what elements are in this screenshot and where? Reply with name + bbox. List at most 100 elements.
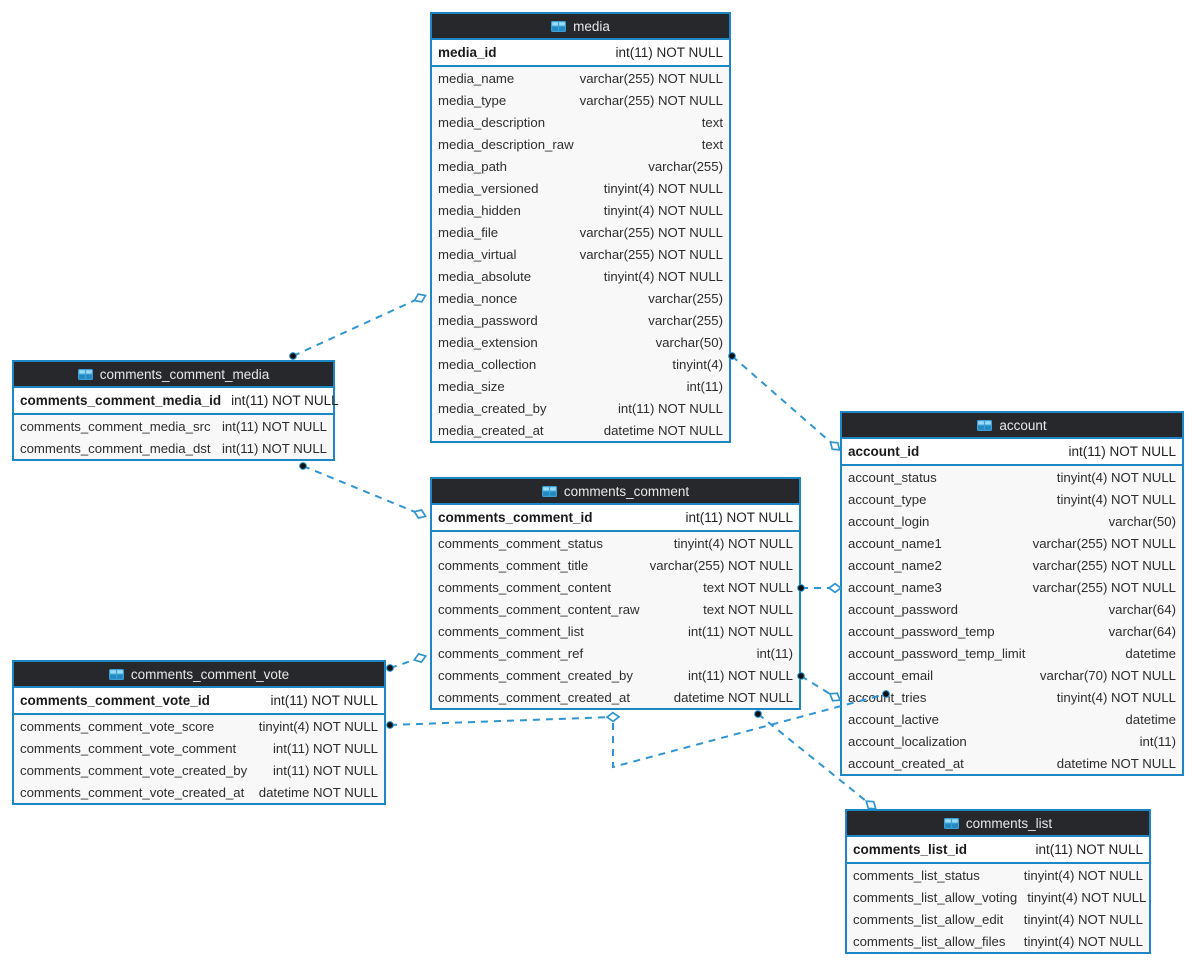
table-header-comments_comment_media[interactable]: comments_comment_media: [14, 362, 333, 388]
table-title: media: [573, 18, 610, 34]
table-header-media[interactable]: media: [432, 14, 729, 40]
field-name: account_login: [848, 513, 930, 529]
field-name: account_password_temp_limit: [848, 645, 1026, 661]
field-type: int(11) NOT NULL: [231, 393, 339, 408]
field-name: media_virtual: [438, 246, 517, 262]
table-title: comments_comment_media: [99, 366, 270, 382]
field-name: account_lactive: [848, 711, 939, 727]
table-header-comments_list[interactable]: comments_list: [847, 811, 1149, 837]
relation-diamond-endpoint: [412, 652, 428, 664]
field-name: account_email: [848, 667, 934, 683]
field-type: int(11) NOT NULL: [272, 740, 378, 756]
field-name: account_status: [848, 469, 937, 485]
relation-line: [389, 716, 614, 726]
field-type: tinyint(4) NOT NULL: [1023, 911, 1143, 927]
field-type: varchar(50): [655, 334, 723, 350]
field-type: tinyint(4) NOT NULL: [603, 202, 723, 218]
field-name: comments_comment_media_id: [20, 393, 222, 408]
field-type: datetime NOT NULL: [603, 422, 723, 438]
relation-dot-endpoint: [299, 462, 307, 470]
field-type: varchar(255) NOT NULL: [579, 92, 723, 108]
field-name: comments_comment_media_dst: [20, 440, 211, 456]
field-row: account_password_temp varchar(64): [842, 620, 1182, 642]
relation-line: [800, 675, 836, 698]
field-row: comments_comment_content_raw text NOT NUL…: [432, 598, 799, 620]
field-name: media_id: [438, 45, 497, 60]
field-name: account_localization: [848, 733, 967, 749]
field-type: int(11): [686, 378, 723, 394]
field-row: account_name1 varchar(255) NOT NULL: [842, 532, 1182, 554]
field-row: media_created_at datetime NOT NULL: [432, 419, 729, 441]
field-type: varchar(255) NOT NULL: [1032, 557, 1176, 573]
field-name: media_created_at: [438, 422, 544, 438]
table-header-comments_comment[interactable]: comments_comment: [432, 479, 799, 505]
field-type: varchar(255): [648, 312, 723, 328]
field-name: comments_comment_media_src: [20, 418, 211, 434]
field-type: varchar(70) NOT NULL: [1039, 667, 1176, 683]
field-name: media_type: [438, 92, 507, 108]
field-type: int(11) NOT NULL: [685, 510, 793, 525]
field-type: tinyint(4) NOT NULL: [258, 718, 378, 734]
relation-diamond-endpoint: [413, 509, 427, 519]
field-name: account_password_temp: [848, 623, 995, 639]
field-name: media_absolute: [438, 268, 532, 284]
relation-line: [389, 657, 421, 669]
field-type: tinyint(4) NOT NULL: [603, 180, 723, 196]
field-type: tinyint(4) NOT NULL: [603, 268, 723, 284]
field-type: varchar(255) NOT NULL: [1032, 535, 1176, 551]
field-type: int(11) NOT NULL: [272, 762, 378, 778]
field-name: account_name1: [848, 535, 942, 551]
relation-line: [302, 465, 421, 515]
field-type: datetime: [1125, 645, 1176, 661]
table-header-comments_comment_vote[interactable]: comments_comment_vote: [14, 662, 384, 688]
relation-diamond-endpoint: [828, 692, 842, 702]
field-type: datetime NOT NULL: [673, 689, 793, 705]
field-row: account_email varchar(70) NOT NULL: [842, 664, 1182, 686]
table-title: account: [999, 417, 1047, 433]
field-name: comments_comment_vote_created_at: [20, 784, 245, 800]
field-type: text: [701, 136, 723, 152]
field-type: text NOT NULL: [703, 601, 793, 617]
table-title: comments_list: [965, 815, 1053, 831]
field-row: media_type varchar(255) NOT NULL: [432, 89, 729, 111]
field-row: media_extension varchar(50): [432, 331, 729, 353]
field-type: int(11) NOT NULL: [270, 693, 378, 708]
field-type: tinyint(4) NOT NULL: [1023, 867, 1143, 883]
field-type: text NOT NULL: [703, 579, 793, 595]
table-comments_comment_media[interactable]: comments_comment_media comments_comment_m…: [12, 360, 339, 461]
relation-line: [731, 355, 836, 447]
field-type: varchar(64): [1108, 601, 1176, 617]
field-name: comments_comment_created_at: [438, 689, 631, 705]
field-name: account_id: [848, 444, 920, 459]
relation-diamond-endpoint: [413, 293, 427, 303]
field-name: media_collection: [438, 356, 537, 372]
field-name: media_extension: [438, 334, 538, 350]
table-header-account[interactable]: account: [842, 413, 1182, 439]
table-title: comments_comment: [563, 483, 690, 499]
field-name: comments_comment_content_raw: [438, 601, 640, 617]
field-type: varchar(64): [1108, 623, 1176, 639]
field-type: tinyint(4) NOT NULL: [1056, 491, 1176, 507]
field-type: int(11) NOT NULL: [615, 45, 723, 60]
